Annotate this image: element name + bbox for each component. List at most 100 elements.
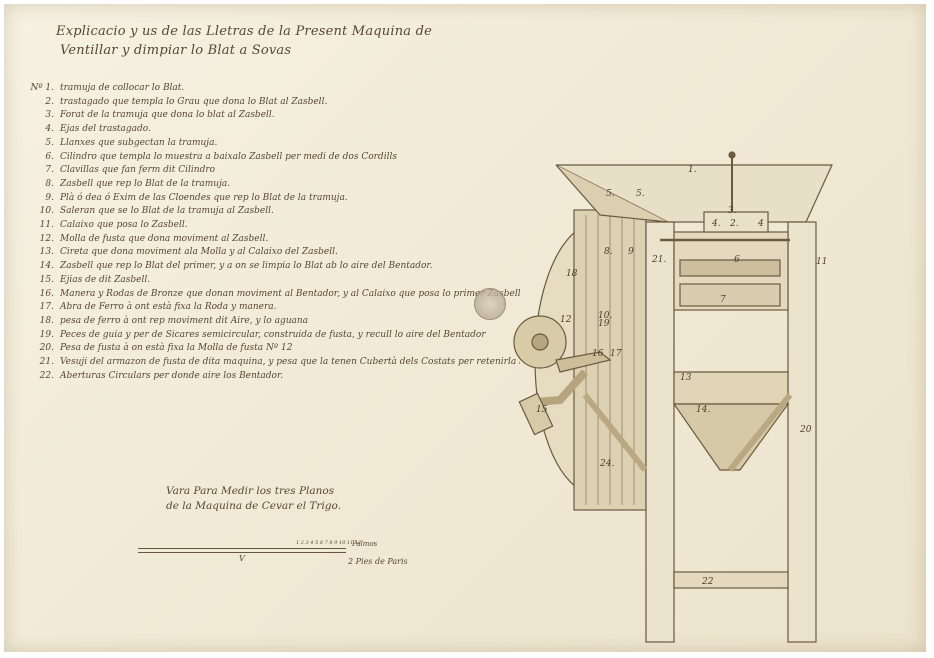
- legend-item-text: Peces de guia y per de Sicares semicircu…: [60, 329, 486, 340]
- legend-item-text: Aberturas Circulars per donde aire los B…: [60, 370, 284, 381]
- drawing-callout-label: 6: [734, 255, 740, 265]
- drawing-callout-label: 12: [560, 315, 572, 325]
- drawing-callout-label: 1.: [688, 165, 697, 175]
- scale-tick-label: Palmos: [352, 540, 378, 548]
- drawing-callout-label: 24.: [599, 459, 614, 469]
- legend-item: 15. Ejias de dit Zasbell.: [20, 274, 520, 288]
- drawing-callout-label: 19: [598, 319, 610, 329]
- scale-bar: [138, 548, 346, 553]
- legend-item-number: 8.: [45, 178, 54, 189]
- drawing-callout-label: 5.: [636, 189, 645, 199]
- legend-item: 10. Saleran que se lo Blat de la tramuja …: [20, 205, 520, 219]
- paper-sheet: [4, 4, 926, 652]
- legend-item-text: Pesa de fusta à on està fixa la Molla de…: [60, 343, 293, 354]
- drawing-callout-label: 20: [799, 425, 812, 435]
- legend-item: 5.Llanxes que subgectan la tramuja.: [20, 137, 520, 151]
- legend-item: 11.Calaixo que posa lo Zasbell.: [20, 219, 520, 233]
- legend-list: Nº 1. tramuja de collocar lo Blat. 2. trast…: [20, 82, 520, 383]
- legend-item-text: trastagado que templa lo Grau que dona l…: [60, 96, 328, 107]
- legend-item: Nº 1. tramuja de collocar lo Blat.: [20, 82, 520, 96]
- sieve-screen: [679, 283, 781, 307]
- legend-item-text: Vesuji del armazon de fusta de dita maqu…: [60, 357, 520, 368]
- title-line-1: Explicacio y us de las Lletras de la Pre…: [56, 24, 432, 39]
- legend-item: 4. Ejas del trastagado.: [20, 123, 520, 137]
- legend-item-number: Nº 1.: [30, 83, 54, 93]
- legend-item-number: 17.: [39, 302, 54, 313]
- legend-item-text: Zasbell que rep lo Blat de la tramuja.: [60, 178, 231, 189]
- legend-item-text: Calaixo que posa lo Zasbell.: [60, 220, 188, 231]
- drawing-callout-label: 4: [757, 219, 764, 229]
- legend-item-text: Ejas del trastagado.: [60, 124, 151, 135]
- legend-item-text: Manera y Rodas de Bronze que donan movim…: [60, 288, 520, 299]
- legend-item-number: 9.: [45, 192, 54, 203]
- legend-item-number: 2.: [45, 96, 54, 107]
- legend-item-number: 13.: [39, 247, 54, 258]
- drawing-callout-label: 17: [610, 349, 622, 359]
- drawing-callout-label: 15: [536, 405, 548, 415]
- bottom-rail: [673, 571, 789, 589]
- legend-item: 6. Cilindro que templa lo muestra a baixa…: [20, 151, 520, 165]
- front-right-post: [787, 221, 817, 643]
- legend-item-text: Zasbell que rep lo Blat del primer, y a …: [60, 261, 433, 272]
- legend-item-number: 16.: [39, 288, 54, 299]
- stamp-seal: [474, 288, 506, 320]
- legend-item: 12. Molla de fusta que dona moviment al Z…: [20, 233, 520, 247]
- legend-item: 20. Pesa de fusta à on està fixa la Molla…: [20, 342, 520, 356]
- legend-item-number: 7.: [45, 165, 54, 176]
- legend-item: 18. pesa de ferro à ont rep moviment dit …: [20, 315, 520, 329]
- legend-item-text: Abra de Ferro à ont està fixa la Roda y …: [60, 302, 277, 313]
- legend-item-number: 18.: [39, 315, 54, 326]
- drawing-callout-label: 22: [701, 577, 714, 587]
- legend-item: 9.Plà ó dea ó Exim de las Cloendes que r…: [20, 192, 520, 206]
- legend-item-number: 12.: [39, 233, 54, 244]
- scale-mark: V: [239, 554, 245, 563]
- legend-item-number: 20.: [39, 343, 54, 354]
- scale-unit: 2 Pies de Paris: [348, 557, 408, 566]
- drawing-callout-label: 7: [720, 295, 726, 305]
- drawing-callout-label: 5.: [606, 189, 615, 199]
- scale-caption-line-2: de la Maquina de Cevar el Trigo.: [166, 500, 341, 512]
- legend-item: 7.Clavillas que fan ferm dit Cilindro: [20, 164, 520, 178]
- legend-item-number: 4.: [45, 124, 54, 135]
- legend-item-text: Llanxes que subgectan la tramuja.: [60, 137, 218, 148]
- legend-item: 22.Aberturas Circulars per donde aire lo…: [20, 370, 520, 384]
- legend-item-number: 14.: [39, 261, 54, 272]
- scale-caption: Vara Para Medir los tres Planos de la Ma…: [166, 484, 341, 514]
- legend-item: 3. Forat de la tramuja que dona lo blat a…: [20, 109, 520, 123]
- legend-item: 17. Abra de Ferro à ont està fixa la Roda…: [20, 301, 520, 315]
- legend-item-number: 19.: [39, 329, 54, 340]
- legend-item: 14. Zasbell que rep lo Blat del primer, y…: [20, 260, 520, 274]
- title-line-2: Ventillar y dimpiar lo Blat a Sovas: [60, 43, 292, 58]
- drawing-callout-label: 8.: [604, 247, 613, 257]
- legend-item-number: 21.: [39, 357, 54, 368]
- legend-item: 19. Peces de guia y per de Sicares semici…: [20, 329, 520, 343]
- front-left-post: [645, 221, 675, 643]
- document-title: Explicacio y us de las Lletras de la Pre…: [56, 22, 432, 60]
- drawing-callout-label: 10.: [598, 311, 612, 321]
- legend-item-number: 15.: [39, 274, 54, 285]
- chute: [672, 403, 790, 471]
- legend-item-text: pesa de ferro à ont rep moviment dit Air…: [60, 315, 309, 326]
- legend-item-number: 6.: [45, 151, 54, 162]
- legend-item-text: Cireta que dona moviment ala Molla y al …: [60, 247, 338, 258]
- legend-item-text: Saleran que se lo Blat de la tramuja al …: [60, 206, 274, 217]
- scale-caption-line-1: Vara Para Medir los tres Planos: [166, 485, 335, 497]
- legend-item-text: Molla de fusta que dona moviment al Zasb…: [60, 233, 269, 244]
- legend-item-text: tramuja de collocar lo Blat.: [60, 83, 185, 93]
- legend-item: 16. Manera y Rodas de Bronze que donan mo…: [20, 288, 520, 302]
- drawing-callout-label: 11: [816, 257, 827, 267]
- drawing-callout-label: 9: [628, 247, 634, 257]
- drawing-callout-label: 21.: [651, 255, 666, 265]
- drawing-callout-label: 16: [592, 349, 604, 359]
- legend-item-number: 10.: [39, 206, 54, 217]
- legend-item-number: 3.: [45, 110, 54, 121]
- legend-item: 21. Vesuji del armazon de fusta de dita m…: [20, 356, 520, 370]
- legend-item-text: Cilindro que templa lo muestra a baixalo…: [60, 151, 397, 162]
- drawing-callout-label: 2.: [729, 219, 739, 229]
- legend-item: 2. trastagado que templa lo Grau que dona…: [20, 96, 520, 110]
- drawing-callout-label: 14.: [696, 405, 710, 415]
- legend-item: 8. Zasbell que rep lo Blat de la tramuja.: [20, 178, 520, 192]
- legend-item-text: Forat de la tramuja que dona lo blat al …: [60, 110, 275, 121]
- legend-item-text: Ejias de dit Zasbell.: [60, 274, 151, 285]
